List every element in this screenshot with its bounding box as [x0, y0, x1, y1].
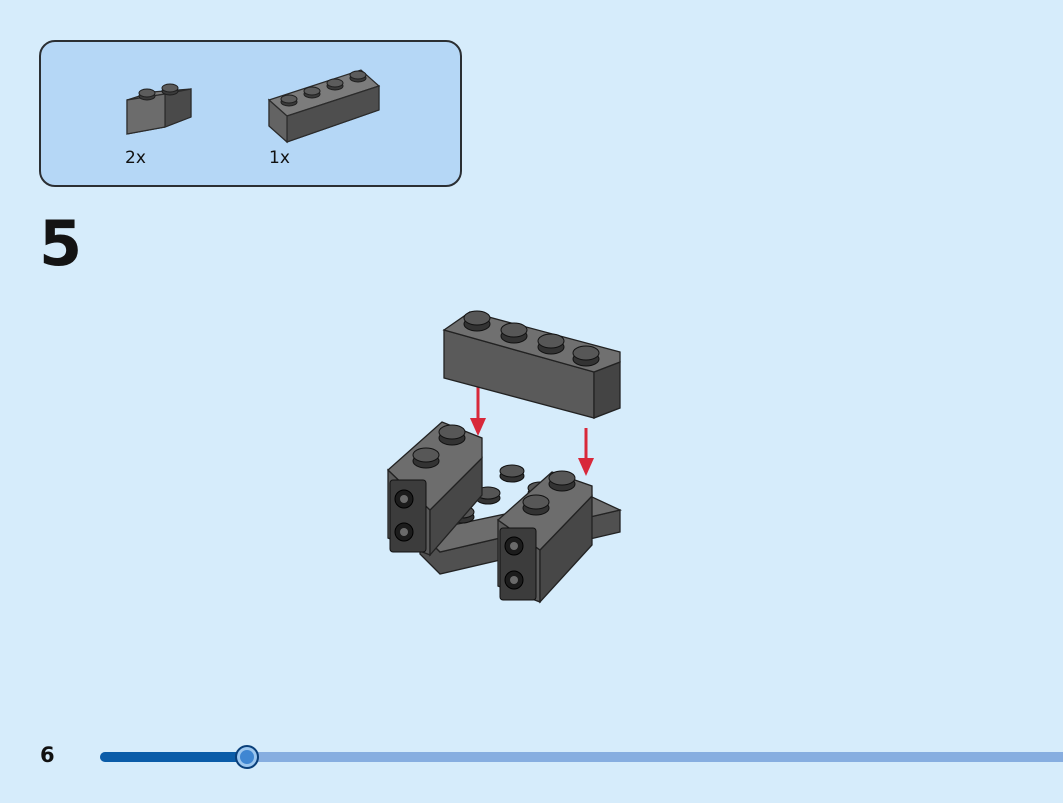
right-brick-1x2 [496, 470, 593, 604]
page-number: 6 [40, 743, 55, 767]
top-brick-1x4 [442, 310, 621, 419]
progress-bar [100, 745, 1063, 769]
left-brick-1x2 [387, 421, 483, 557]
parts-list-callout: 2x 1x [39, 40, 462, 187]
progress-fill [100, 752, 248, 762]
assembly-illustration [380, 300, 630, 610]
brick-1x4-icon [267, 64, 385, 144]
progress-knob [235, 745, 260, 769]
down-arrow-icon [470, 384, 486, 436]
down-arrow-icon [578, 428, 594, 476]
brick-1x2-icon [125, 82, 195, 144]
part-quantity-2x: 2x [125, 148, 146, 168]
step-number: 5 [39, 207, 83, 280]
part-quantity-1x: 1x [269, 148, 290, 168]
